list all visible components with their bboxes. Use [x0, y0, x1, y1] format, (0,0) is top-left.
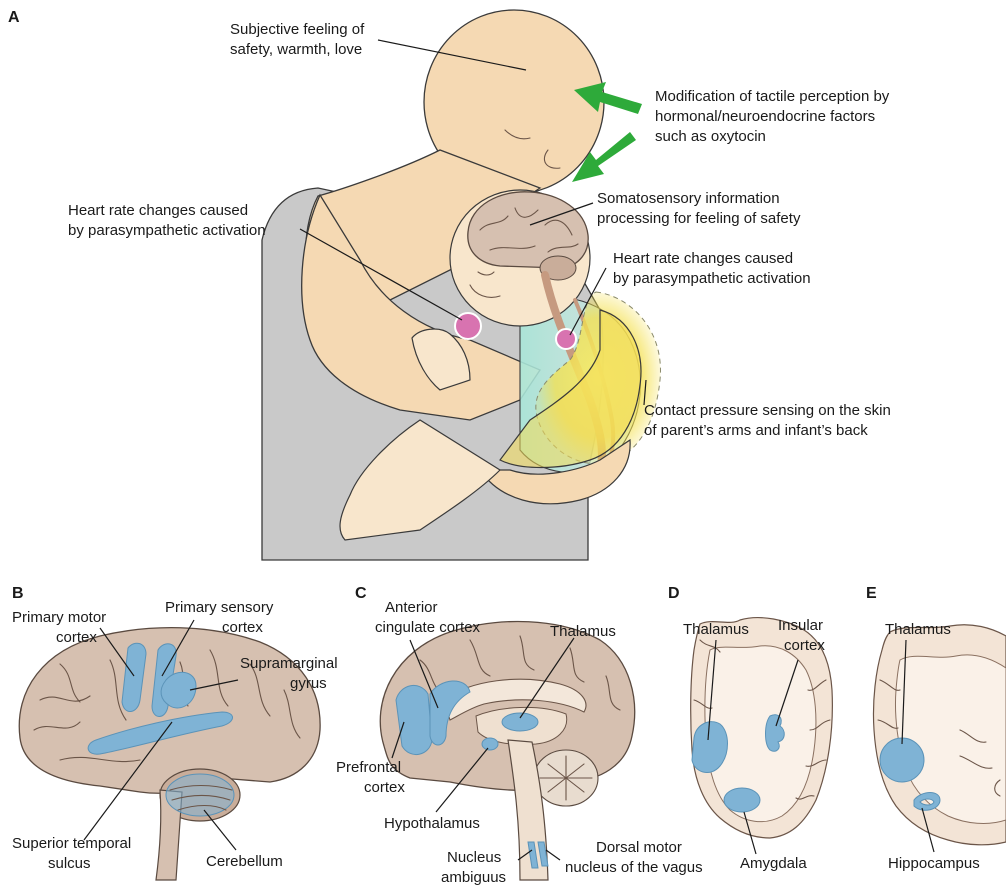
panel-letter-e: E	[866, 585, 877, 602]
c-leader-dorsal	[546, 850, 560, 860]
panel-letter-a: A	[8, 9, 20, 26]
c-prefrontal-region	[396, 685, 432, 754]
panel-e: E Thalamus Hippocampus	[866, 585, 1006, 872]
d-label-amygdala: Amygdala	[740, 855, 807, 872]
c-label-hypothalamus: Hypothalamus	[384, 815, 480, 832]
label-heart-parent: Heart rate changes caused by parasympath…	[68, 202, 266, 239]
e-label-thalamus: Thalamus	[885, 621, 951, 638]
d-label-thalamus: Thalamus	[683, 621, 749, 638]
parent-heart-marker	[455, 313, 481, 339]
c-label-dorsal: Dorsal motor nucleus of the vagus	[565, 839, 703, 876]
panel-letter-b: B	[12, 585, 24, 602]
c-label-acc: Anterior cingulate cortex	[375, 599, 481, 636]
label-modification: Modification of tactile perception by ho…	[655, 88, 893, 145]
label-heart-infant: Heart rate changes caused by parasympath…	[613, 250, 811, 287]
e-thalamus-region	[880, 738, 924, 782]
panel-b: B Primary motor cortex Primary sensory c…	[12, 585, 342, 880]
b-label-sts: Superior temporal sulcus	[12, 835, 135, 872]
infant-brain	[468, 192, 588, 268]
panel-c: C Anterior cingulate cortex Thalamus	[336, 585, 703, 885]
panel-letter-d: D	[668, 585, 680, 602]
panel-a: A	[8, 9, 895, 560]
b-label-primary-motor: Primary motor cortex	[12, 609, 110, 646]
panel-d: D Thalamus Insular cortex Amygdala	[668, 585, 832, 872]
infant-heart-marker	[556, 329, 576, 349]
c-label-ambiguus: Nucleus ambiguus	[441, 849, 506, 885]
panel-letter-c: C	[355, 585, 367, 602]
e-label-hippocampus: Hippocampus	[888, 855, 980, 872]
label-contact: Contact pressure sensing on the skin of …	[644, 402, 895, 439]
label-somatosensory: Somatosensory information processing for…	[597, 190, 801, 227]
d-amygdala-region	[724, 788, 760, 812]
c-thalamus-region	[502, 713, 538, 731]
c-label-thalamus: Thalamus	[550, 623, 616, 640]
b-label-cerebellum: Cerebellum	[206, 853, 283, 870]
label-subjective: Subjective feeling of safety, warmth, lo…	[230, 21, 368, 58]
c-label-prefrontal: Prefrontal cortex	[336, 759, 405, 796]
c-hypothalamus-region	[482, 738, 498, 750]
